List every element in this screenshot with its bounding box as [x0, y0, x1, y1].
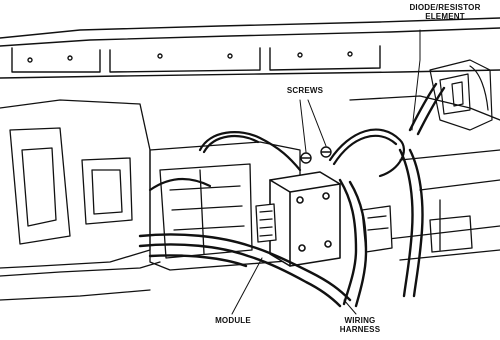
screws-label: SCREWS	[282, 86, 328, 95]
connector-cluster	[429, 59, 493, 131]
module-connector	[255, 203, 277, 243]
fender-right	[349, 95, 500, 261]
module-label-text: MODULE	[215, 316, 251, 325]
wiring-loops	[148, 128, 405, 192]
cowl-panel	[0, 17, 500, 79]
wiring-harness-label: WIRING HARNESS	[330, 316, 390, 334]
screws-label-text: SCREWS	[286, 86, 324, 95]
dash-body-left	[0, 99, 161, 301]
diode-resistor-element-label: DIODE/RESISTOR ELEMENT	[400, 3, 490, 21]
diode-label-line2: ELEMENT	[425, 12, 465, 21]
screws	[300, 146, 332, 164]
harness-label-line1: WIRING	[344, 316, 376, 325]
module-label: MODULE	[211, 316, 255, 325]
harness-label-line2: HARNESS	[339, 325, 381, 334]
leader-lines	[231, 29, 421, 315]
wiring-harness	[138, 82, 446, 308]
module-box	[269, 171, 341, 267]
diode-label-line1: DIODE/RESISTOR	[409, 3, 481, 12]
